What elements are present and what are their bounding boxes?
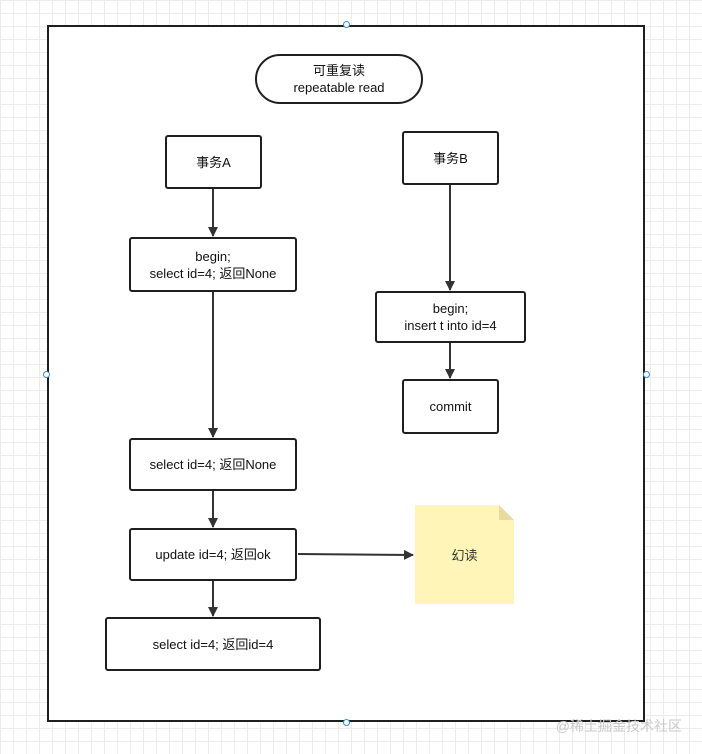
note-shape [415, 505, 514, 604]
note-body [415, 505, 514, 604]
transaction-b-header[interactable]: 事务B [402, 131, 499, 185]
phantom-read-note[interactable]: 幻读 [415, 505, 514, 604]
title-node-line1: 可重复读 [312, 63, 365, 78]
transaction-b-begin-insert[interactable]: begin; insert t into id=4 [375, 291, 526, 343]
transaction-b-step1-line2: insert t into id=4 [404, 318, 497, 333]
note-label: 幻读 [451, 548, 478, 563]
transaction-a-select[interactable]: select id=4; 返回None [129, 438, 297, 491]
transaction-b-header-label: 事务B [433, 150, 468, 166]
transaction-a-step3-label: update id=4; 返回ok [155, 547, 271, 562]
resize-handle-right[interactable] [643, 371, 650, 378]
transaction-a-header-label: 事务A [196, 154, 231, 170]
resize-handle-bottom[interactable] [343, 719, 350, 726]
title-node-line2: repeatable read [293, 80, 385, 95]
transaction-b-step2-label: commit [429, 399, 472, 414]
transaction-a-begin-select[interactable]: begin; select id=4; 返回None [129, 237, 297, 292]
resize-handle-left[interactable] [43, 371, 50, 378]
diagram-frame[interactable] [47, 25, 645, 722]
transaction-a-header[interactable]: 事务A [165, 135, 262, 189]
transaction-a-step4-label: select id=4; 返回id=4 [152, 636, 274, 652]
title-node[interactable]: 可重复读 repeatable read [255, 54, 423, 104]
transaction-a-step2-label: select id=4; 返回None [149, 457, 277, 472]
transaction-a-step1-line2: select id=4; 返回None [149, 265, 277, 281]
transaction-a-step1-line1: begin; [195, 248, 231, 264]
resize-handle-top[interactable] [343, 21, 350, 28]
transaction-b-step1-line1: begin; [432, 301, 469, 316]
transaction-a-final-select[interactable]: select id=4; 返回id=4 [105, 617, 321, 671]
transaction-a-update[interactable]: update id=4; 返回ok [129, 528, 297, 581]
watermark: @稀土掘金技术社区 [555, 718, 682, 734]
edge-update-to-note [297, 549, 414, 560]
transaction-b-commit[interactable]: commit [402, 379, 499, 434]
note-fold [499, 505, 514, 520]
